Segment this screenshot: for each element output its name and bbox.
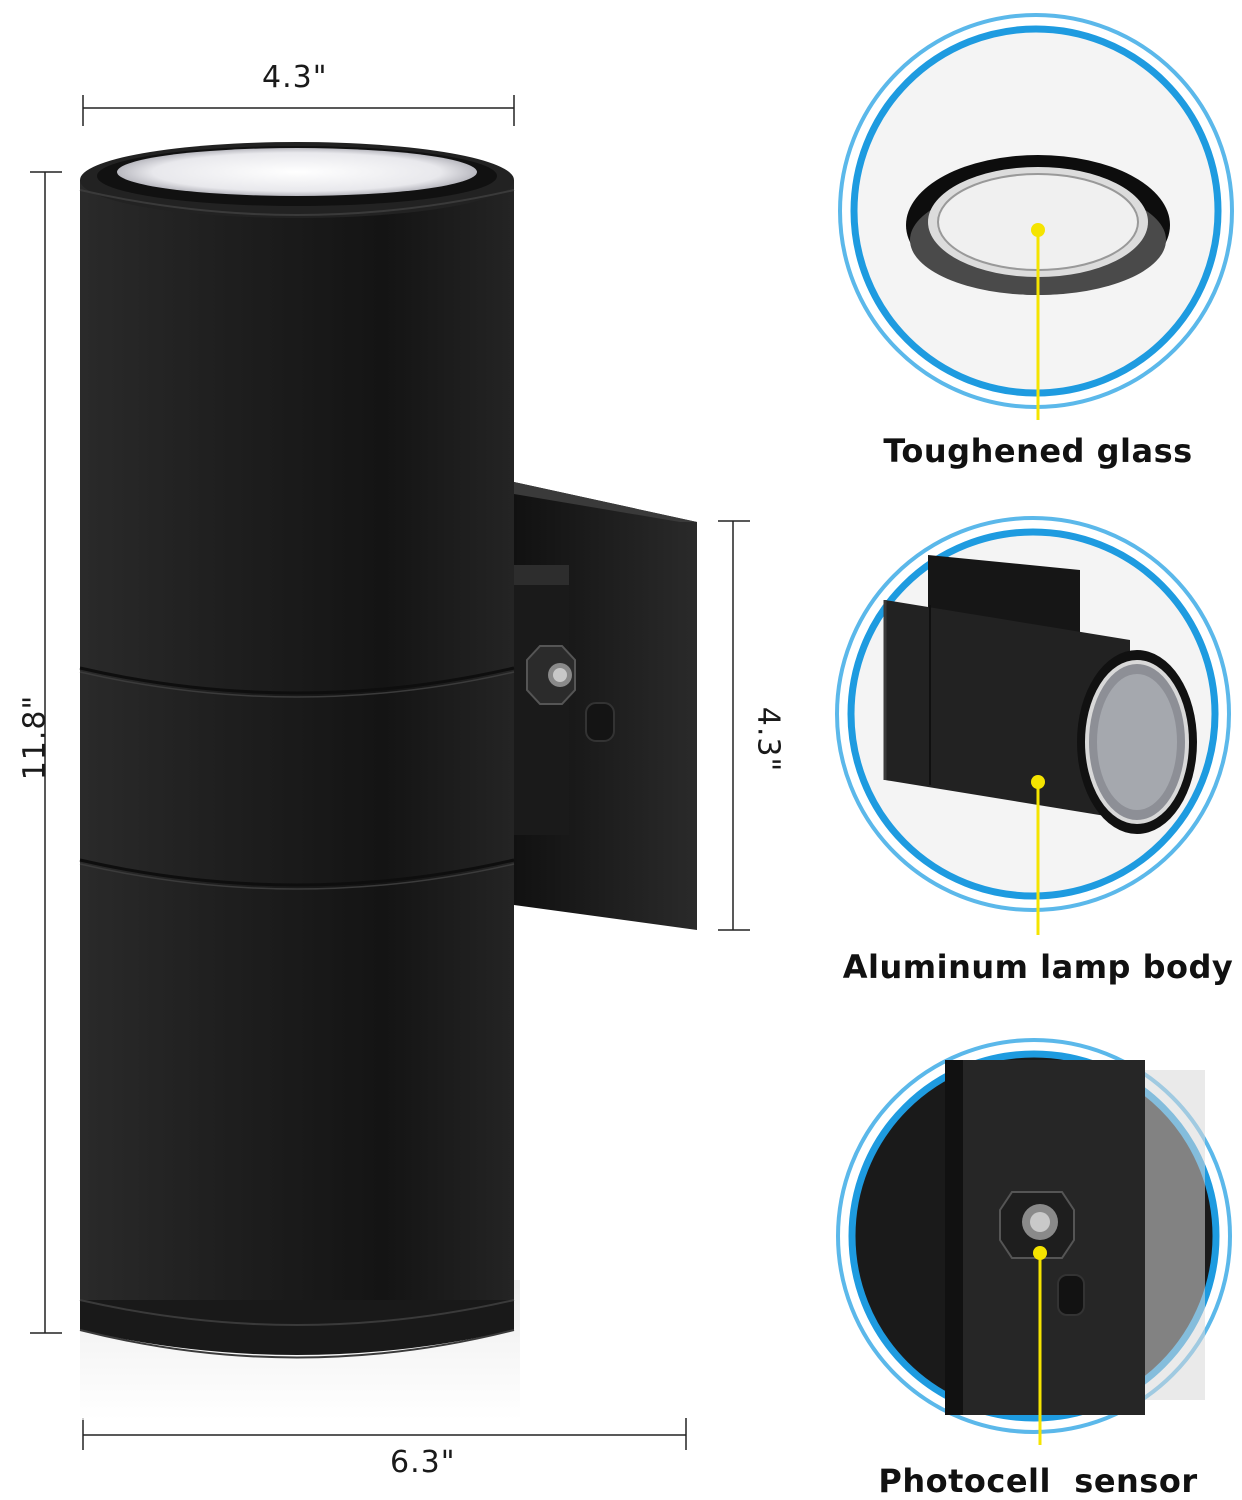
feature-label-body: Aluminum lamp body — [842, 948, 1234, 986]
feature-label-glass: Toughened glass — [883, 432, 1193, 470]
dimension-top-width: 4.3" — [262, 60, 328, 95]
detail-circle-body — [835, 516, 1231, 935]
dimension-height: 11.8" — [17, 694, 53, 781]
dimension-depth: 6.3" — [390, 1445, 456, 1480]
mounting-plate — [514, 482, 697, 930]
feature-label-sensor: Photocell sensor — [878, 1462, 1198, 1500]
detail-circle-glass — [838, 13, 1234, 420]
detail-circle-sensor — [836, 1038, 1232, 1445]
lamp-cylinder — [79, 142, 515, 1359]
dimension-plate-height: 4.3" — [750, 706, 786, 773]
dimension-lines — [30, 95, 750, 1450]
